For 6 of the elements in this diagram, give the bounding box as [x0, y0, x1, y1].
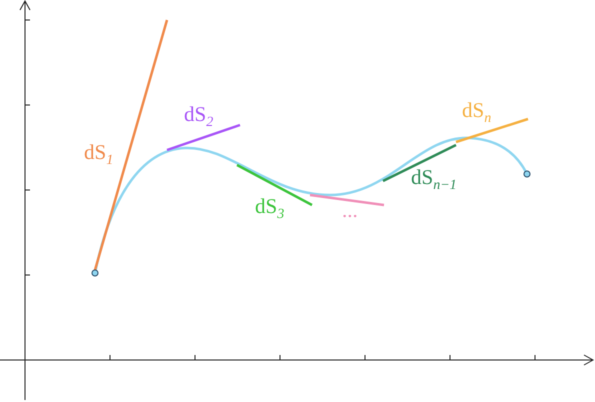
segment-label: dS$_{2}$: [184, 104, 214, 130]
segment-label: dS$_{n}$: [462, 100, 492, 126]
segment-label: dS$_{1}$: [84, 142, 114, 168]
segment-label: ...: [342, 200, 358, 221]
segment-label: dS$_{3}$: [255, 196, 284, 222]
segment-label: dS$_{n−1}$: [411, 167, 457, 194]
